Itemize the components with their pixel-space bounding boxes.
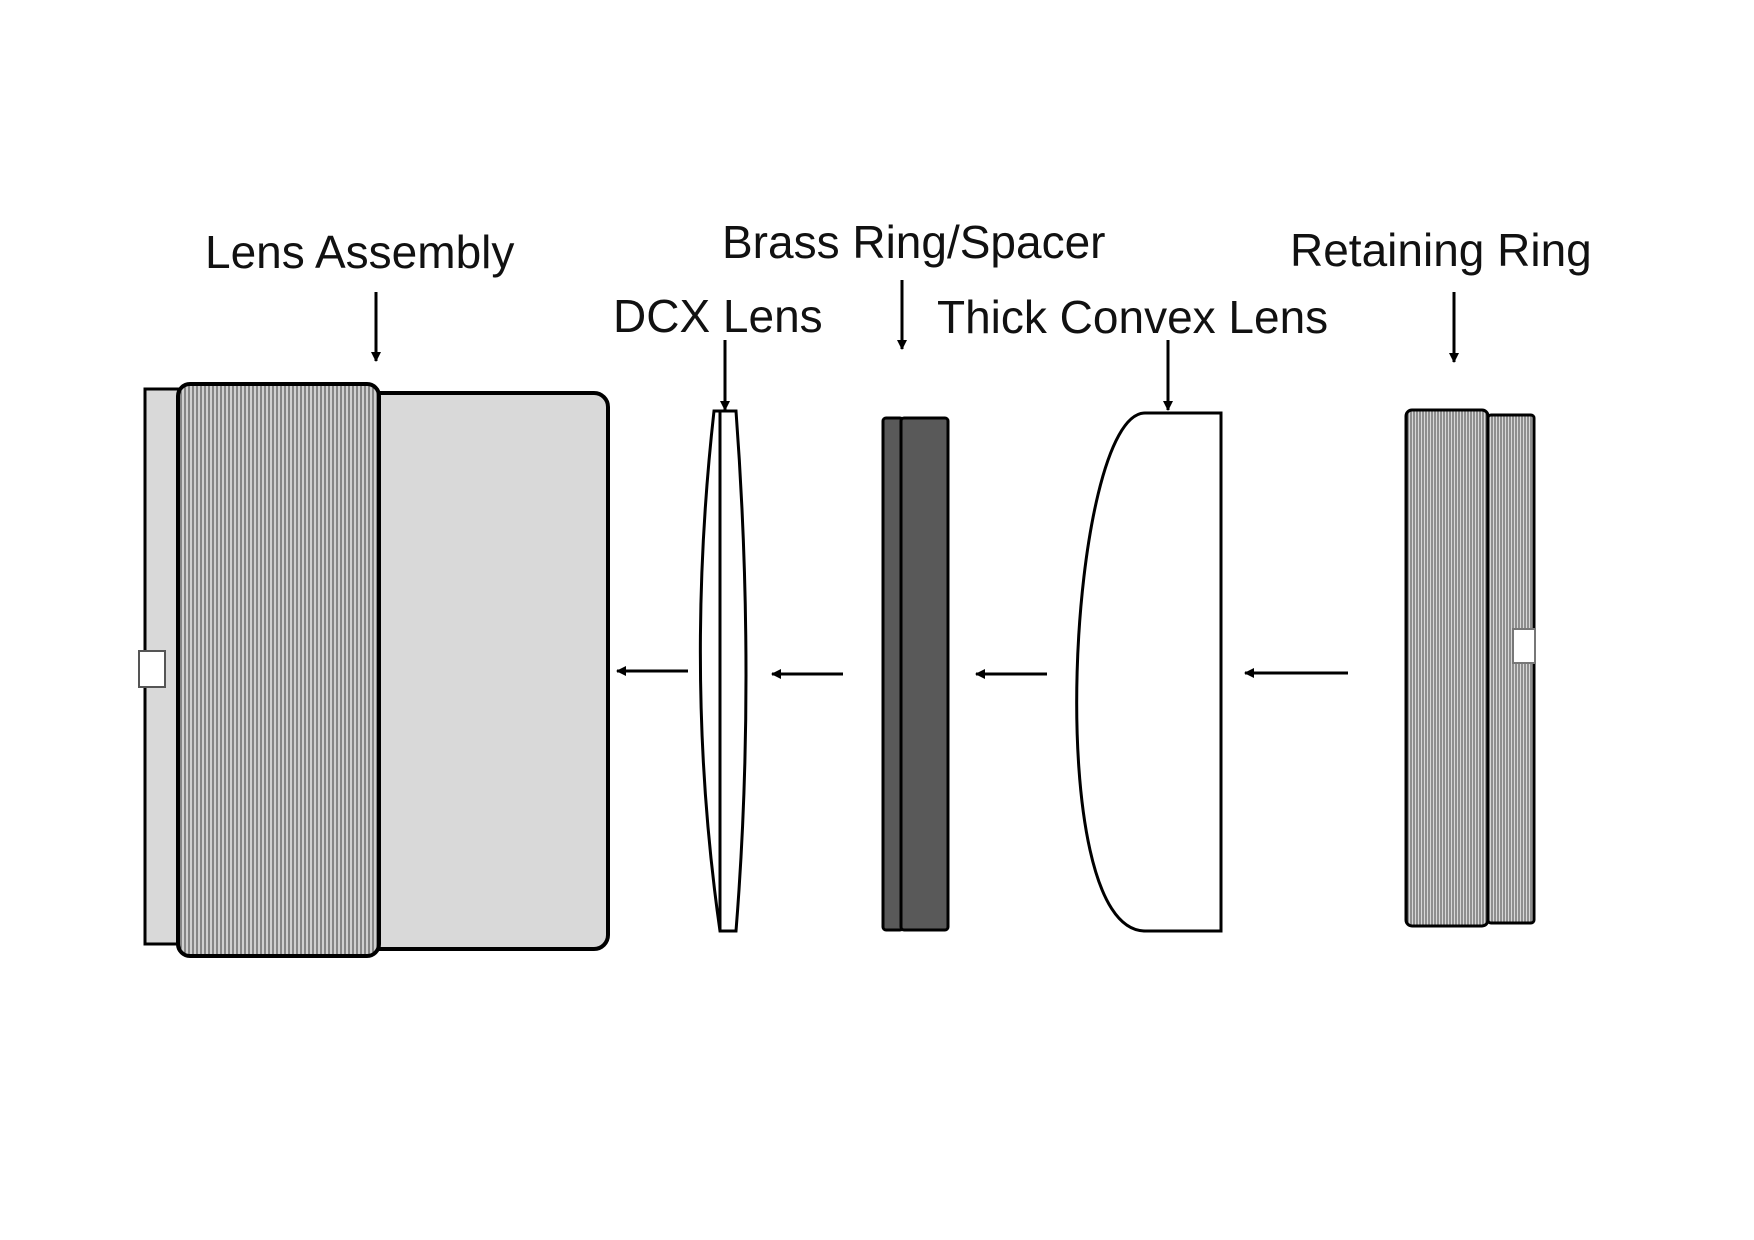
thick-convex-lens-label: Thick Convex Lens (937, 291, 1328, 343)
retaining-ring-tab (1512, 628, 1536, 664)
retaining-ring (1404, 408, 1536, 928)
dcx-lens (698, 409, 748, 933)
dcx-lens-shape (698, 409, 748, 933)
dcx-lens-label: DCX Lens (613, 290, 823, 342)
retaining-ring-outer (1404, 408, 1490, 928)
thick-convex-lens (1075, 411, 1223, 933)
spacer-main-ring (899, 416, 950, 932)
barrel-body (358, 391, 610, 951)
retaining-ring-label: Retaining Ring (1290, 224, 1592, 276)
retaining-ring-inner (1486, 413, 1536, 925)
lens-assembly (138, 382, 610, 958)
brass-ring-spacer-label: Brass Ring/Spacer (722, 216, 1106, 268)
lens-assembly-label: Lens Assembly (205, 226, 514, 278)
barrel-knurled-ring (176, 382, 381, 958)
brass-ring-spacer (881, 416, 950, 932)
barrel-index-tab (138, 650, 166, 688)
